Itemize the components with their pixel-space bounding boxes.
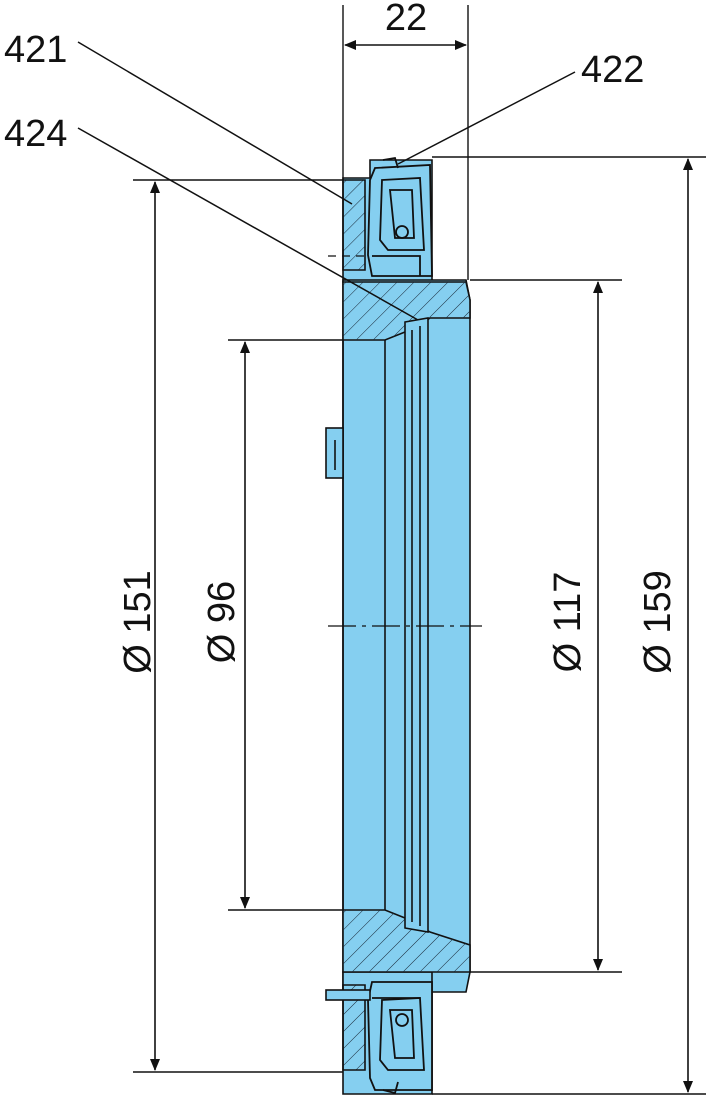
dimension-lines — [150, 40, 693, 1093]
seal-upper — [367, 156, 433, 277]
section-hatch-bottom — [342, 909, 471, 1071]
callout-421: 421 — [4, 29, 67, 71]
dim-width-label: 22 — [385, 0, 427, 39]
dim-159-label: Ø 159 — [637, 570, 679, 674]
extension-lines — [133, 5, 706, 1095]
callout-422: 422 — [581, 49, 644, 91]
dim-96-label: Ø 96 — [201, 581, 243, 663]
seal-lower — [367, 981, 433, 1095]
section-hatch-top — [342, 179, 471, 341]
dim-151-label: Ø 151 — [117, 570, 159, 674]
leader-lines — [77, 41, 576, 321]
lower-tab — [325, 989, 371, 1001]
dim-117-label: Ø 117 — [547, 572, 589, 673]
callout-424: 424 — [4, 113, 67, 155]
key-tab — [325, 427, 344, 479]
